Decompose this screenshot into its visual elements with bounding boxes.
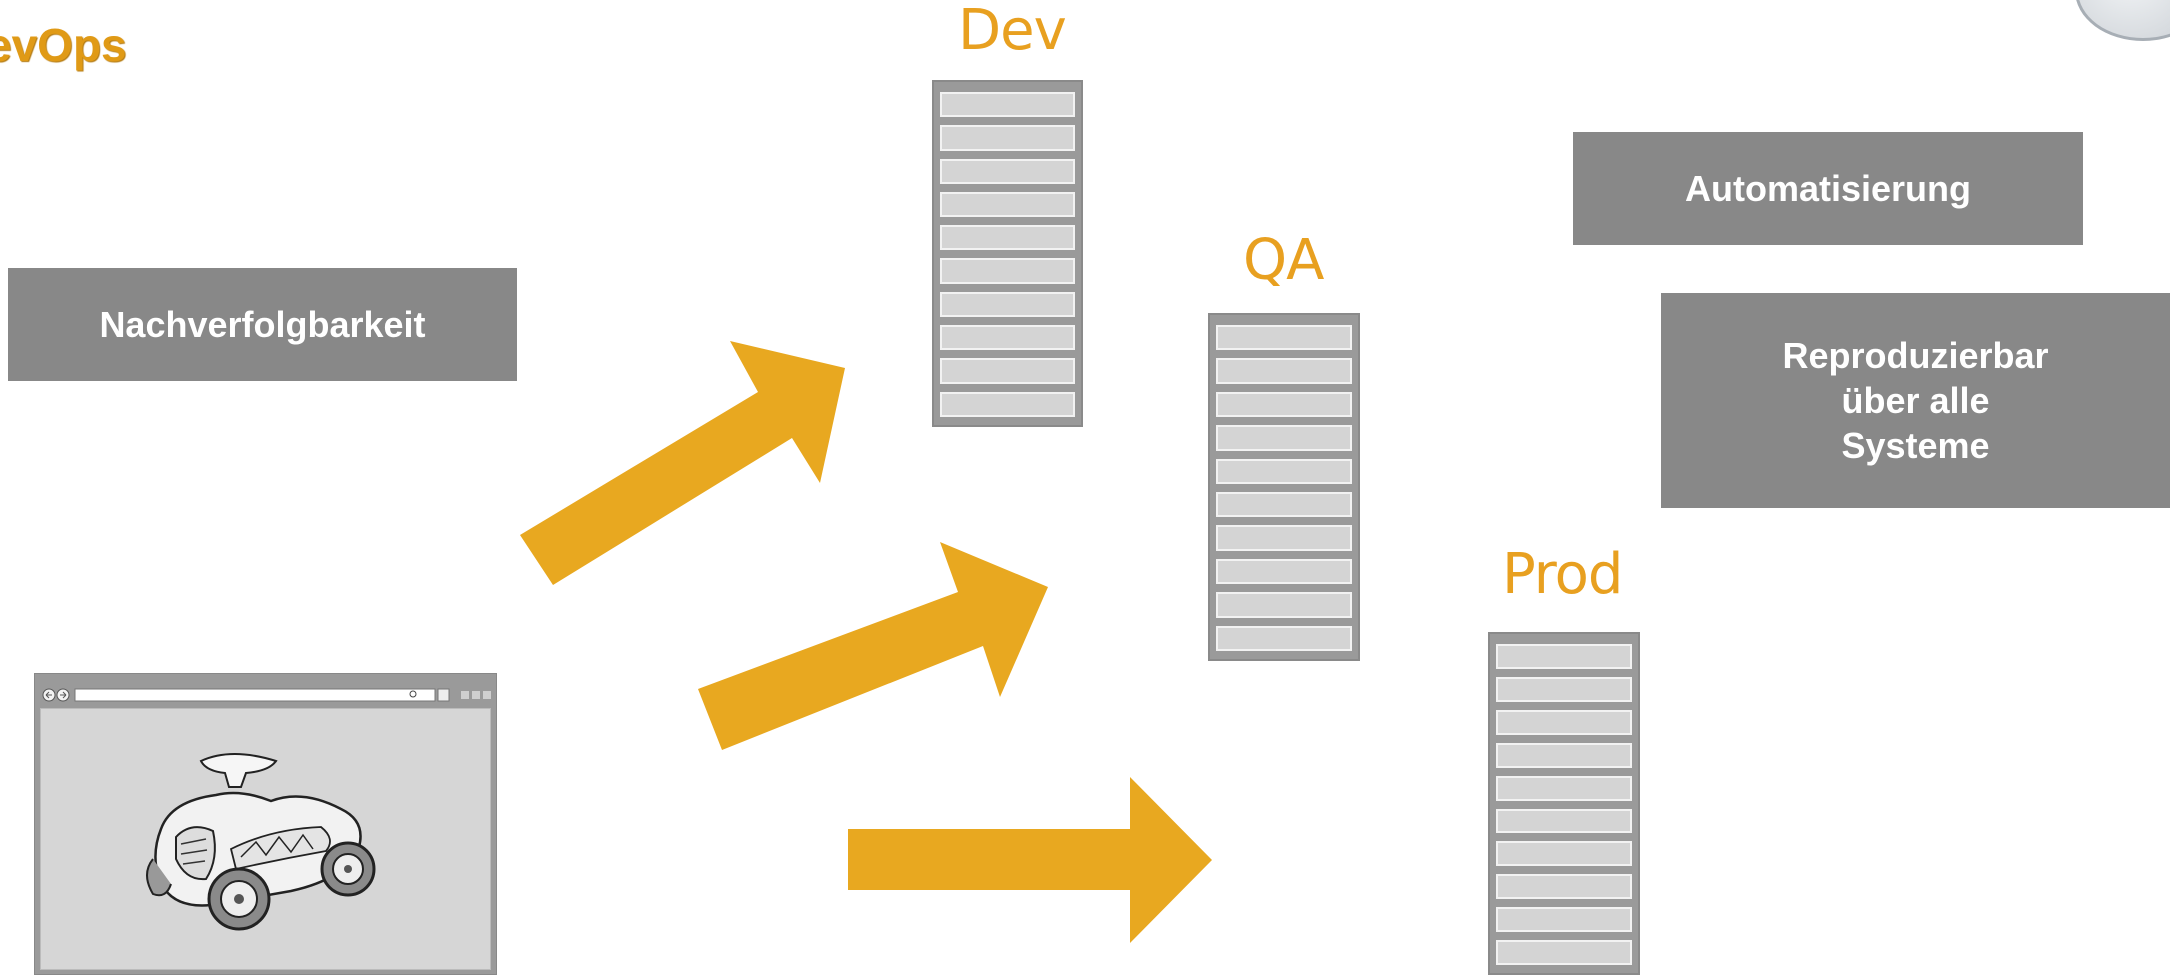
- server-slot: [1496, 644, 1632, 669]
- server-slot: [1496, 907, 1632, 933]
- page-title: evOps: [0, 19, 127, 71]
- server-slot: [1216, 391, 1352, 418]
- server-slot: [1496, 808, 1632, 834]
- server-slot: [1496, 742, 1632, 768]
- server-rack-prod: [1488, 632, 1640, 975]
- box-reproducible-line-2: über alle: [1841, 380, 1990, 421]
- box-reproducible: Reproduzierbar über alle Systeme: [1661, 293, 2170, 508]
- server-slot: [1216, 325, 1352, 351]
- arrow-icon-to-dev: [520, 341, 845, 585]
- server-slot: [1496, 940, 1632, 966]
- server-slot: [1216, 458, 1352, 485]
- server-slot: [1216, 358, 1352, 384]
- server-slot: [1216, 425, 1352, 451]
- env-label-prod: Prod: [1502, 542, 1623, 607]
- toy-car-icon: [146, 753, 376, 931]
- box-reproducible-line-3: Systeme: [1841, 425, 1990, 466]
- server-slot: [1496, 775, 1632, 801]
- server-slot: [940, 191, 1075, 218]
- server-slot: [940, 358, 1075, 384]
- server-slot: [940, 125, 1075, 151]
- server-slot: [1496, 709, 1632, 735]
- server-slot: [940, 258, 1075, 284]
- box-reproducible-line-1: Reproduzierbar: [1782, 335, 2049, 376]
- server-slot: [1216, 592, 1352, 618]
- server-slot: [940, 225, 1075, 251]
- box-automation: Automatisierung: [1573, 132, 2083, 245]
- server-slot: [1496, 874, 1632, 900]
- server-slot: [1496, 841, 1632, 867]
- env-label-qa: QA: [1243, 228, 1324, 293]
- browser-window-icon: [34, 673, 497, 975]
- server-rack-qa: [1208, 313, 1360, 661]
- env-label-dev: Dev: [958, 0, 1067, 63]
- server-slot: [1216, 525, 1352, 551]
- server-slot: [940, 391, 1075, 417]
- browser-toolbar-icon: [42, 688, 491, 702]
- browser-content: [40, 708, 491, 970]
- server-slot: [940, 291, 1075, 318]
- server-slot: [1216, 558, 1352, 585]
- arrow-icon-to-prod: [848, 777, 1212, 943]
- server-slot: [1216, 625, 1352, 652]
- arrow-icon-to-qa: [698, 542, 1048, 750]
- server-rack-dev: [932, 80, 1083, 427]
- server-slot: [940, 158, 1075, 184]
- server-slot: [940, 325, 1075, 351]
- box-traceability: Nachverfolgbarkeit: [8, 268, 517, 381]
- server-slot: [1496, 676, 1632, 702]
- server-slot: [940, 92, 1075, 118]
- server-slot: [1216, 492, 1352, 518]
